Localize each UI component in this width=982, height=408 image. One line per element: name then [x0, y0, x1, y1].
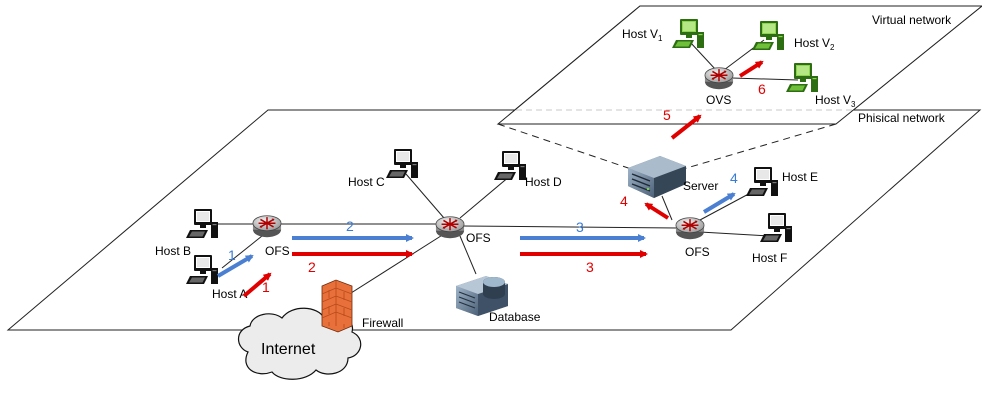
- red-flow-arrows: [242, 60, 764, 298]
- server-label: Server: [683, 179, 718, 193]
- physical-network-label: Phisical network: [858, 111, 946, 125]
- step-red-2: 2: [308, 259, 316, 275]
- step-blue-4: 4: [730, 170, 738, 186]
- step-red-4: 4: [620, 193, 628, 209]
- ofs-right-switch-icon: [675, 216, 705, 241]
- ovs-switch-icon: [704, 66, 734, 91]
- ofs-right-label: OFS: [685, 245, 710, 259]
- red-arrow-1: [242, 272, 272, 298]
- host-d-label: Host D: [525, 175, 562, 189]
- host-f-label: Host F: [752, 251, 787, 265]
- firewall-label: Firewall: [362, 316, 403, 330]
- database-label: Database: [489, 310, 541, 324]
- step-red-1: 1: [262, 279, 270, 295]
- host-e-label: Host E: [782, 170, 818, 184]
- step-red-3: 3: [586, 259, 594, 275]
- virtual-network-label: Virtual network: [872, 13, 952, 27]
- ofs-center-switch-icon: [435, 215, 465, 240]
- ofs-left-label: OFS: [265, 244, 290, 258]
- blue-arrow-1: [216, 254, 254, 278]
- blue-arrow-4: [702, 192, 736, 214]
- host-b-label: Host B: [155, 244, 191, 258]
- server-icon: [628, 156, 686, 198]
- ofs-left-switch-icon: [252, 214, 282, 239]
- internet-label: Internet: [261, 341, 316, 358]
- host-c-label: Host C: [348, 175, 385, 189]
- database-icon: [456, 276, 508, 316]
- step-blue-2: 2: [346, 218, 354, 234]
- projection-line-right: [679, 123, 837, 171]
- blue-flow-arrows: [216, 192, 736, 278]
- host-v3-label: Host V3: [815, 93, 856, 109]
- step-blue-3: 3: [576, 219, 584, 235]
- ofs-center-label: OFS: [466, 231, 491, 245]
- firewall-icon: [321, 279, 353, 333]
- red-arrow-6: [738, 60, 764, 78]
- ovs-label: OVS: [706, 93, 731, 107]
- step-red-5: 5: [663, 107, 671, 123]
- step-blue-1: 1: [228, 247, 236, 263]
- host-a-label: Host A: [212, 287, 247, 301]
- red-arrow-4: [644, 202, 670, 220]
- step-red-6: 6: [758, 81, 766, 97]
- projection-line-left: [497, 123, 641, 173]
- red-arrow-5: [670, 114, 702, 140]
- host-v2-label: Host V2: [794, 36, 835, 52]
- host-v1-label: Host V1: [622, 27, 663, 43]
